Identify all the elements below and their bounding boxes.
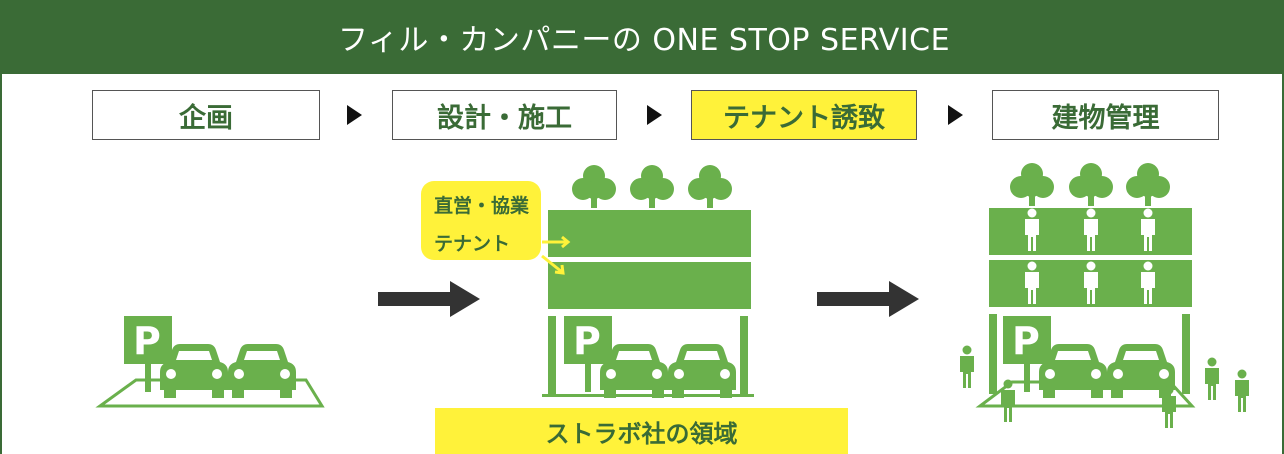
parking-lot-icon: [95, 316, 325, 408]
callout-line-1: 直営・協業: [434, 195, 530, 217]
step-arrow-icon: [647, 105, 662, 125]
callout-line-2: テナント: [434, 233, 511, 255]
managed-building-icon: [960, 163, 1249, 428]
step-tenant-attraction: テナント誘致: [691, 90, 917, 140]
scope-label: ストラボ社の領域: [435, 408, 848, 454]
step-planning: 企画: [92, 90, 320, 140]
building-tenant-icon: [542, 165, 754, 398]
parking-sign-icon: P: [1012, 319, 1040, 363]
parking-sign-icon: P: [573, 319, 601, 363]
callout-pointer-icon: [541, 235, 571, 275]
step-building-management: 建物管理: [992, 90, 1219, 140]
flow-arrow-icon: [817, 281, 919, 317]
flow-arrow-icon: [378, 281, 480, 317]
tenant-callout: [421, 181, 541, 260]
step-design-construction: 設計・施工: [392, 90, 617, 140]
step-arrow-icon: [347, 105, 362, 125]
step-arrow-icon: [948, 105, 963, 125]
parking-sign-icon: P: [133, 319, 161, 363]
page-title: フィル・カンパニーの ONE STOP SERVICE: [2, 0, 1284, 74]
